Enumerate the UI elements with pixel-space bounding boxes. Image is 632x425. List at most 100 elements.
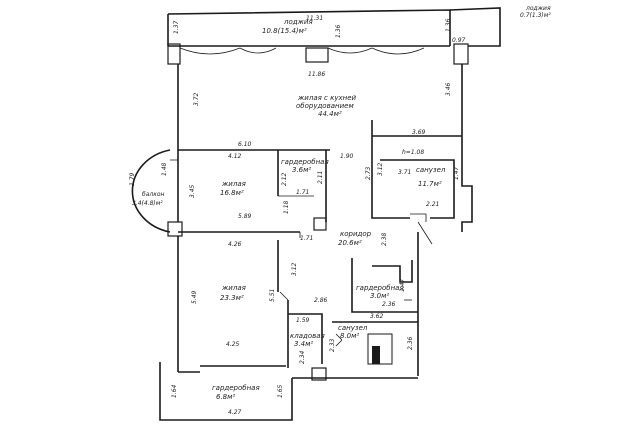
door-swing-right: [417, 221, 433, 245]
dim-2-12: 2.12: [281, 172, 288, 186]
dim-1-18: 1.18: [283, 200, 290, 214]
wardrobe2-name: гардеробная: [356, 284, 404, 292]
dim-h-1-08: h=1.08: [402, 149, 424, 156]
bedroom2-name: жилая: [221, 284, 246, 292]
dim-3-62: 3.62: [370, 313, 384, 320]
bathroom2-door: [335, 333, 343, 347]
dim-11-31: 11.31: [306, 15, 323, 22]
dim-3-12-b: 3.12: [377, 162, 384, 176]
column-center: [313, 217, 327, 231]
dim-1-71: 1.71: [296, 189, 309, 196]
dim-2-73: 2.73: [365, 166, 372, 180]
wardrobe3-name: гардеробная: [212, 384, 260, 392]
bedroom1-area: 16.8м²: [220, 189, 244, 197]
dim-1-71-b: 1.71: [300, 235, 313, 242]
living-sub: оборудованием: [296, 102, 354, 110]
exterior-walls: [159, 7, 501, 421]
column-balcony: [167, 221, 183, 237]
dim-5-51: 5.51: [269, 289, 276, 302]
bathroom1-name: санузел: [416, 166, 446, 174]
dim-2-11: 2.11: [317, 171, 324, 184]
dim-4-12: 4.12: [228, 153, 242, 160]
dim-4-25: 4.25: [226, 341, 240, 348]
dim-2-21: 2.21: [426, 201, 439, 208]
pillar-mid: [305, 47, 329, 63]
dim-2-38: 2.38: [381, 232, 388, 246]
living-area: 44.4м²: [318, 110, 342, 118]
loggia-top-name: лоджия: [283, 18, 313, 26]
dim-2-36-b: 2.36: [407, 336, 414, 350]
pantry-area: 3.4м²: [294, 340, 313, 348]
dim-1-48: 1.48: [161, 162, 168, 176]
window-1: [179, 47, 241, 55]
loggia-top-area: 10.8(15.4)м²: [262, 27, 307, 35]
dim-1-47-b: 1.47: [399, 278, 406, 292]
dim-3-45: 3.45: [189, 184, 196, 198]
pillar-left: [167, 43, 181, 65]
dim-3-46: 3.46: [445, 82, 452, 96]
dim-2-34: 2.34: [299, 350, 306, 364]
dim-3-69: 3.69: [412, 129, 426, 136]
dim-2-36: 2.36: [382, 301, 396, 308]
balcony-area: 3.4(4.8)м²: [132, 200, 163, 207]
bed2-door: [279, 291, 289, 301]
window-2: [239, 47, 277, 54]
balcony-edges: [170, 159, 178, 223]
balcony-outline: [131, 149, 171, 233]
bathroom1-inner: [380, 159, 455, 219]
loggia-small-area: 0.7(1.3)м²: [520, 12, 551, 19]
bathroom2-fixture-fill: [372, 346, 380, 364]
right-wall-upper: [461, 64, 473, 232]
dim-2-86: 2.86: [314, 297, 328, 304]
dimension-labels: 11.31 1.37 1.36 1.36 0.97 11.86 3.72 3.4…: [129, 15, 466, 416]
window-4: [371, 47, 425, 55]
dim-5-89: 5.89: [238, 213, 252, 220]
dim-3-72: 3.72: [193, 92, 200, 106]
pillar-right: [453, 43, 469, 65]
dim-11-86: 11.86: [308, 71, 325, 78]
column-bottom: [311, 367, 327, 381]
wardrobe3-outline: [159, 362, 293, 421]
small-loggia: [449, 7, 501, 47]
dim-3-71: 3.71: [398, 169, 411, 176]
dim-1-37: 1.37: [173, 20, 180, 34]
loggia-small-name: лоджия: [525, 5, 551, 12]
dim-6-10: 6.10: [238, 141, 252, 148]
wardrobe1-area: 3.6м²: [292, 166, 311, 174]
wardrobe3-area: 6.8м²: [216, 393, 235, 401]
dim-1-64: 1.64: [171, 384, 178, 398]
bedroom1-name: жилая: [221, 180, 246, 188]
balcony-name: балкон: [142, 191, 165, 198]
living-name: жилая с кухней: [297, 94, 357, 102]
bedroom2-area: 23.3м²: [220, 294, 244, 302]
pantry-walls: [288, 313, 323, 364]
dim-1-65: 1.65: [277, 384, 284, 398]
pantry-name: кладовая: [290, 332, 325, 340]
dim-1-36-b: 1.36: [445, 18, 452, 32]
bathroom2-area: 8.0м²: [340, 332, 359, 340]
wardrobe2-walls: [351, 258, 418, 313]
interior-walls: [178, 120, 462, 381]
bathroom1-area: 11.7м²: [418, 180, 442, 188]
dim-4-27: 4.27: [228, 409, 242, 416]
dim-2-33: 2.33: [329, 338, 336, 352]
dim-1-47: 1.47: [453, 166, 460, 180]
wardrobe2-steps: [372, 260, 413, 283]
wardrobe1-name: гардеробная: [281, 158, 329, 166]
bathroom1-door: [410, 213, 427, 222]
corridor-name: коридор: [340, 230, 372, 238]
dim-0-97: 0.97: [452, 37, 466, 44]
window-3: [327, 47, 373, 54]
dim-1-36: 1.36: [335, 24, 342, 38]
dim-1-79: 1.79: [129, 172, 136, 186]
bathroom2-name: санузел: [338, 324, 368, 332]
bathroom1-left: [371, 120, 410, 219]
wardrobe2-area: 3.0м²: [370, 292, 389, 300]
dim-3-12: 3.12: [291, 262, 298, 276]
dim-1-90: 1.90: [340, 153, 354, 160]
corridor-area: 20.6м²: [338, 239, 362, 247]
dim-5-49: 5.49: [191, 290, 198, 304]
dim-1-59: 1.59: [296, 317, 310, 324]
dim-4-26: 4.26: [228, 241, 242, 248]
